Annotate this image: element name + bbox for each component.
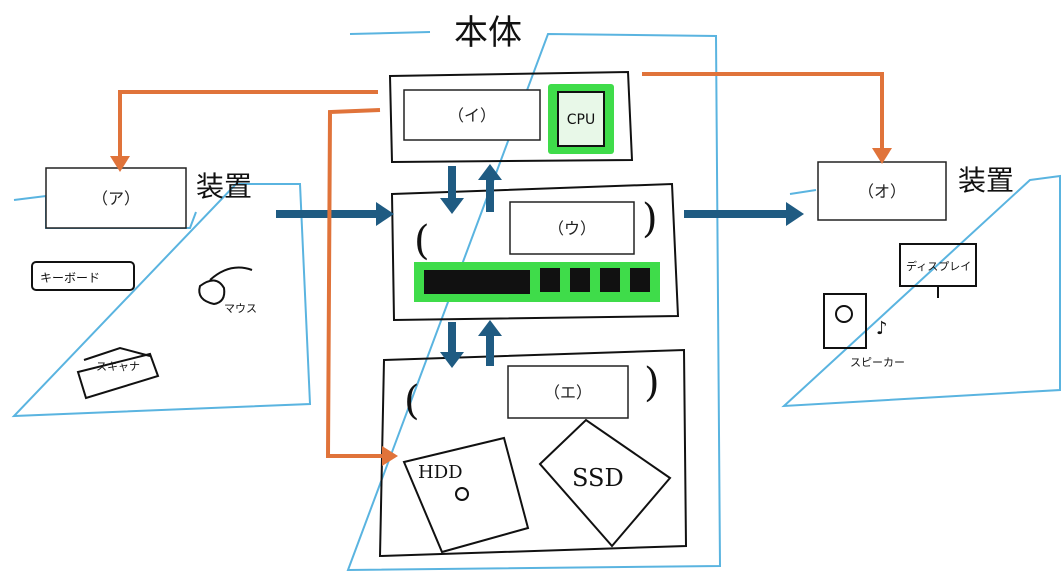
memory-paren-left: ( [414,218,430,264]
data-flow-arrows [276,164,804,368]
ssd-label: SSD [572,464,624,492]
device-suffix-left: 装置 [196,170,252,203]
storage-box [378,348,688,558]
ssd-drawing [538,418,672,548]
blank-label-a: （ア） [92,189,140,208]
blank-label-u: （ウ） [548,219,596,238]
speaker-sketch [823,293,867,349]
processor-box [388,70,634,164]
storage-paren-left: ( [404,378,420,424]
scanner-sketch [76,346,160,400]
scanner-label: スキャナ [96,360,140,373]
main-unit-frame [346,31,722,572]
speaker-cone [835,305,853,323]
speaker-label: スピーカー [850,356,905,369]
blank-box-i [403,89,541,141]
main-unit-title: 本体 [454,13,522,53]
memory-paren-right: ) [642,196,658,242]
keyboard-sketch [31,261,135,291]
device-suffix-right: 装置 [958,164,1014,197]
cpu-chip [557,91,605,147]
mouse-icon [198,266,253,306]
hdd-drawing [402,436,530,554]
hdd-disk-icon [455,487,469,501]
keyboard-label: キーボード [40,271,100,285]
blank-box-u [509,201,635,255]
display-label: ディスプレイ [906,259,971,273]
blank-box-a [45,167,187,229]
blank-label-o: （オ） [858,182,906,201]
blank-label-i: （イ） [448,106,496,125]
blank-label-e: （エ） [544,383,592,402]
cpu-label: CPU [567,112,595,128]
control-arrow-heads [110,148,892,466]
hdd-label: HDD [418,462,463,483]
memory-chips [424,268,650,294]
memory-box [390,182,680,322]
mouse-label: マウス [224,302,257,315]
storage-paren-right: ) [644,360,660,406]
control-flow-arrows [118,72,884,458]
speaker-note-icon: ♪ [876,318,888,339]
blank-box-e [507,365,629,419]
